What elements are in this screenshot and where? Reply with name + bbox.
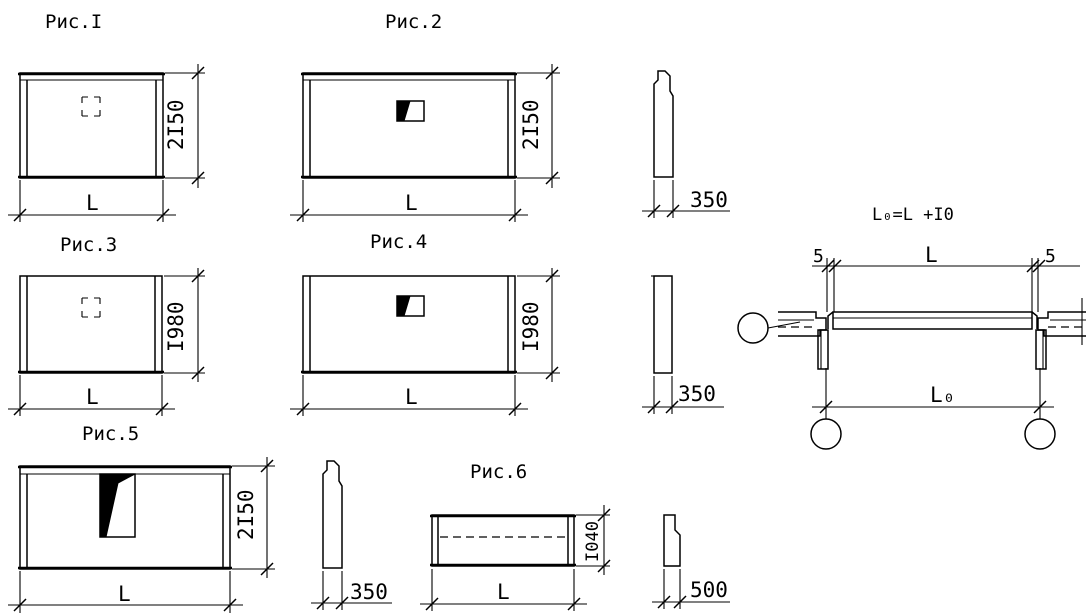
- figure-4-title: Рис.4: [370, 231, 427, 253]
- figure-3-length-label: L: [86, 385, 99, 409]
- figure-1-length-label: L: [86, 191, 99, 215]
- figure-1: Рис.I 2I50 L: [8, 11, 205, 222]
- figure-3-length-dimension: L: [8, 375, 175, 416]
- figure-2-section-profile: 350: [642, 70, 730, 218]
- figure-3: Рис.3 I980 L: [8, 234, 205, 416]
- figure-6-panel: [430, 514, 576, 567]
- figure-4-height-dimension: I980: [517, 268, 560, 382]
- axis-bubble-left-icon: [737, 312, 769, 344]
- figure-5-door-opening-icon: [99, 473, 136, 538]
- figure-5-height-label: 2I50: [234, 489, 258, 540]
- figure-4-section-label: 350: [678, 382, 716, 406]
- figure-3-window-outline-icon: [81, 297, 101, 318]
- figure-6-section-profile: 500: [652, 514, 730, 609]
- figure-5-panel: [18, 465, 232, 570]
- figure-5-section-label: 350: [350, 580, 388, 604]
- axis-bubble-bottom-right-icon: [1024, 418, 1056, 450]
- figure-1-height-label: 2I50: [164, 99, 188, 150]
- detail-panel: [827, 311, 1038, 330]
- figure-3-height-label: I980: [164, 301, 188, 352]
- figure-2-section-label: 350: [690, 188, 728, 212]
- figure-2-height-dimension: 2I50: [517, 64, 560, 188]
- detail-left-support: [778, 311, 829, 370]
- figure-1-length-dimension: L: [8, 180, 176, 222]
- figure-4-length-label: L: [405, 385, 418, 409]
- figure-5: Рис.5 2I50 L: [8, 423, 392, 613]
- detail-top-dimension: 5 5 L: [812, 243, 1080, 312]
- detail-formula: L₀=L +I0: [872, 205, 954, 225]
- figure-4-panel: [301, 275, 517, 374]
- figure-2: Рис.2 2I50 L: [290, 11, 730, 222]
- figure-6-section-label: 500: [690, 578, 728, 602]
- figure-5-title: Рис.5: [82, 423, 139, 445]
- detail-gap-left-label: 5: [813, 246, 824, 267]
- support-detail: L₀=L +I0 5 5 L: [737, 205, 1086, 450]
- figure-3-height-dimension: I980: [164, 268, 205, 382]
- figure-4-section-profile: 350: [642, 275, 724, 414]
- figure-4-length-dimension: L: [290, 375, 528, 416]
- figure-6-height-dimension: I040: [576, 505, 611, 575]
- detail-bottom-L0-label: L₀: [930, 383, 955, 407]
- figure-5-length-label: L: [118, 582, 131, 606]
- figure-6-height-label: I040: [583, 521, 603, 562]
- detail-bottom-dimension: L₀: [812, 383, 1054, 414]
- figure-2-window-opening-icon: [396, 100, 425, 122]
- detail-top-L-label: L: [925, 243, 938, 267]
- figure-6-title: Рис.6: [470, 461, 527, 483]
- figure-6-length-dimension: L: [420, 569, 587, 611]
- figure-4: Рис.4 I980 L: [290, 231, 724, 416]
- detail-right-support: [1035, 298, 1086, 370]
- figure-1-height-dimension: 2I50: [164, 64, 205, 188]
- figure-5-height-dimension: 2I50: [232, 457, 275, 578]
- axis-bubble-bottom-left-icon: [810, 418, 842, 450]
- figure-2-height-label: 2I50: [519, 99, 543, 150]
- figure-2-panel: [301, 72, 517, 179]
- figure-3-title: Рис.3: [60, 234, 117, 256]
- figure-1-title: Рис.I: [45, 11, 102, 33]
- detail-gap-right-label: 5: [1045, 246, 1056, 267]
- figure-4-height-label: I980: [519, 301, 543, 352]
- figure-2-title: Рис.2: [385, 11, 442, 33]
- detail-axis-markers: [737, 312, 1056, 450]
- figure-2-length-label: L: [405, 191, 418, 215]
- figure-2-length-dimension: L: [290, 180, 528, 222]
- figure-5-section-profile: 350: [311, 460, 392, 610]
- figure-5-length-dimension: L: [8, 571, 243, 613]
- figure-4-window-opening-icon: [396, 295, 425, 317]
- figure-6: Рис.6 I040 L: [420, 461, 730, 611]
- figure-6-length-label: L: [497, 580, 510, 604]
- figure-1-panel: [18, 72, 165, 179]
- figure-1-window-outline-icon: [81, 96, 101, 117]
- figure-3-panel: [18, 275, 164, 374]
